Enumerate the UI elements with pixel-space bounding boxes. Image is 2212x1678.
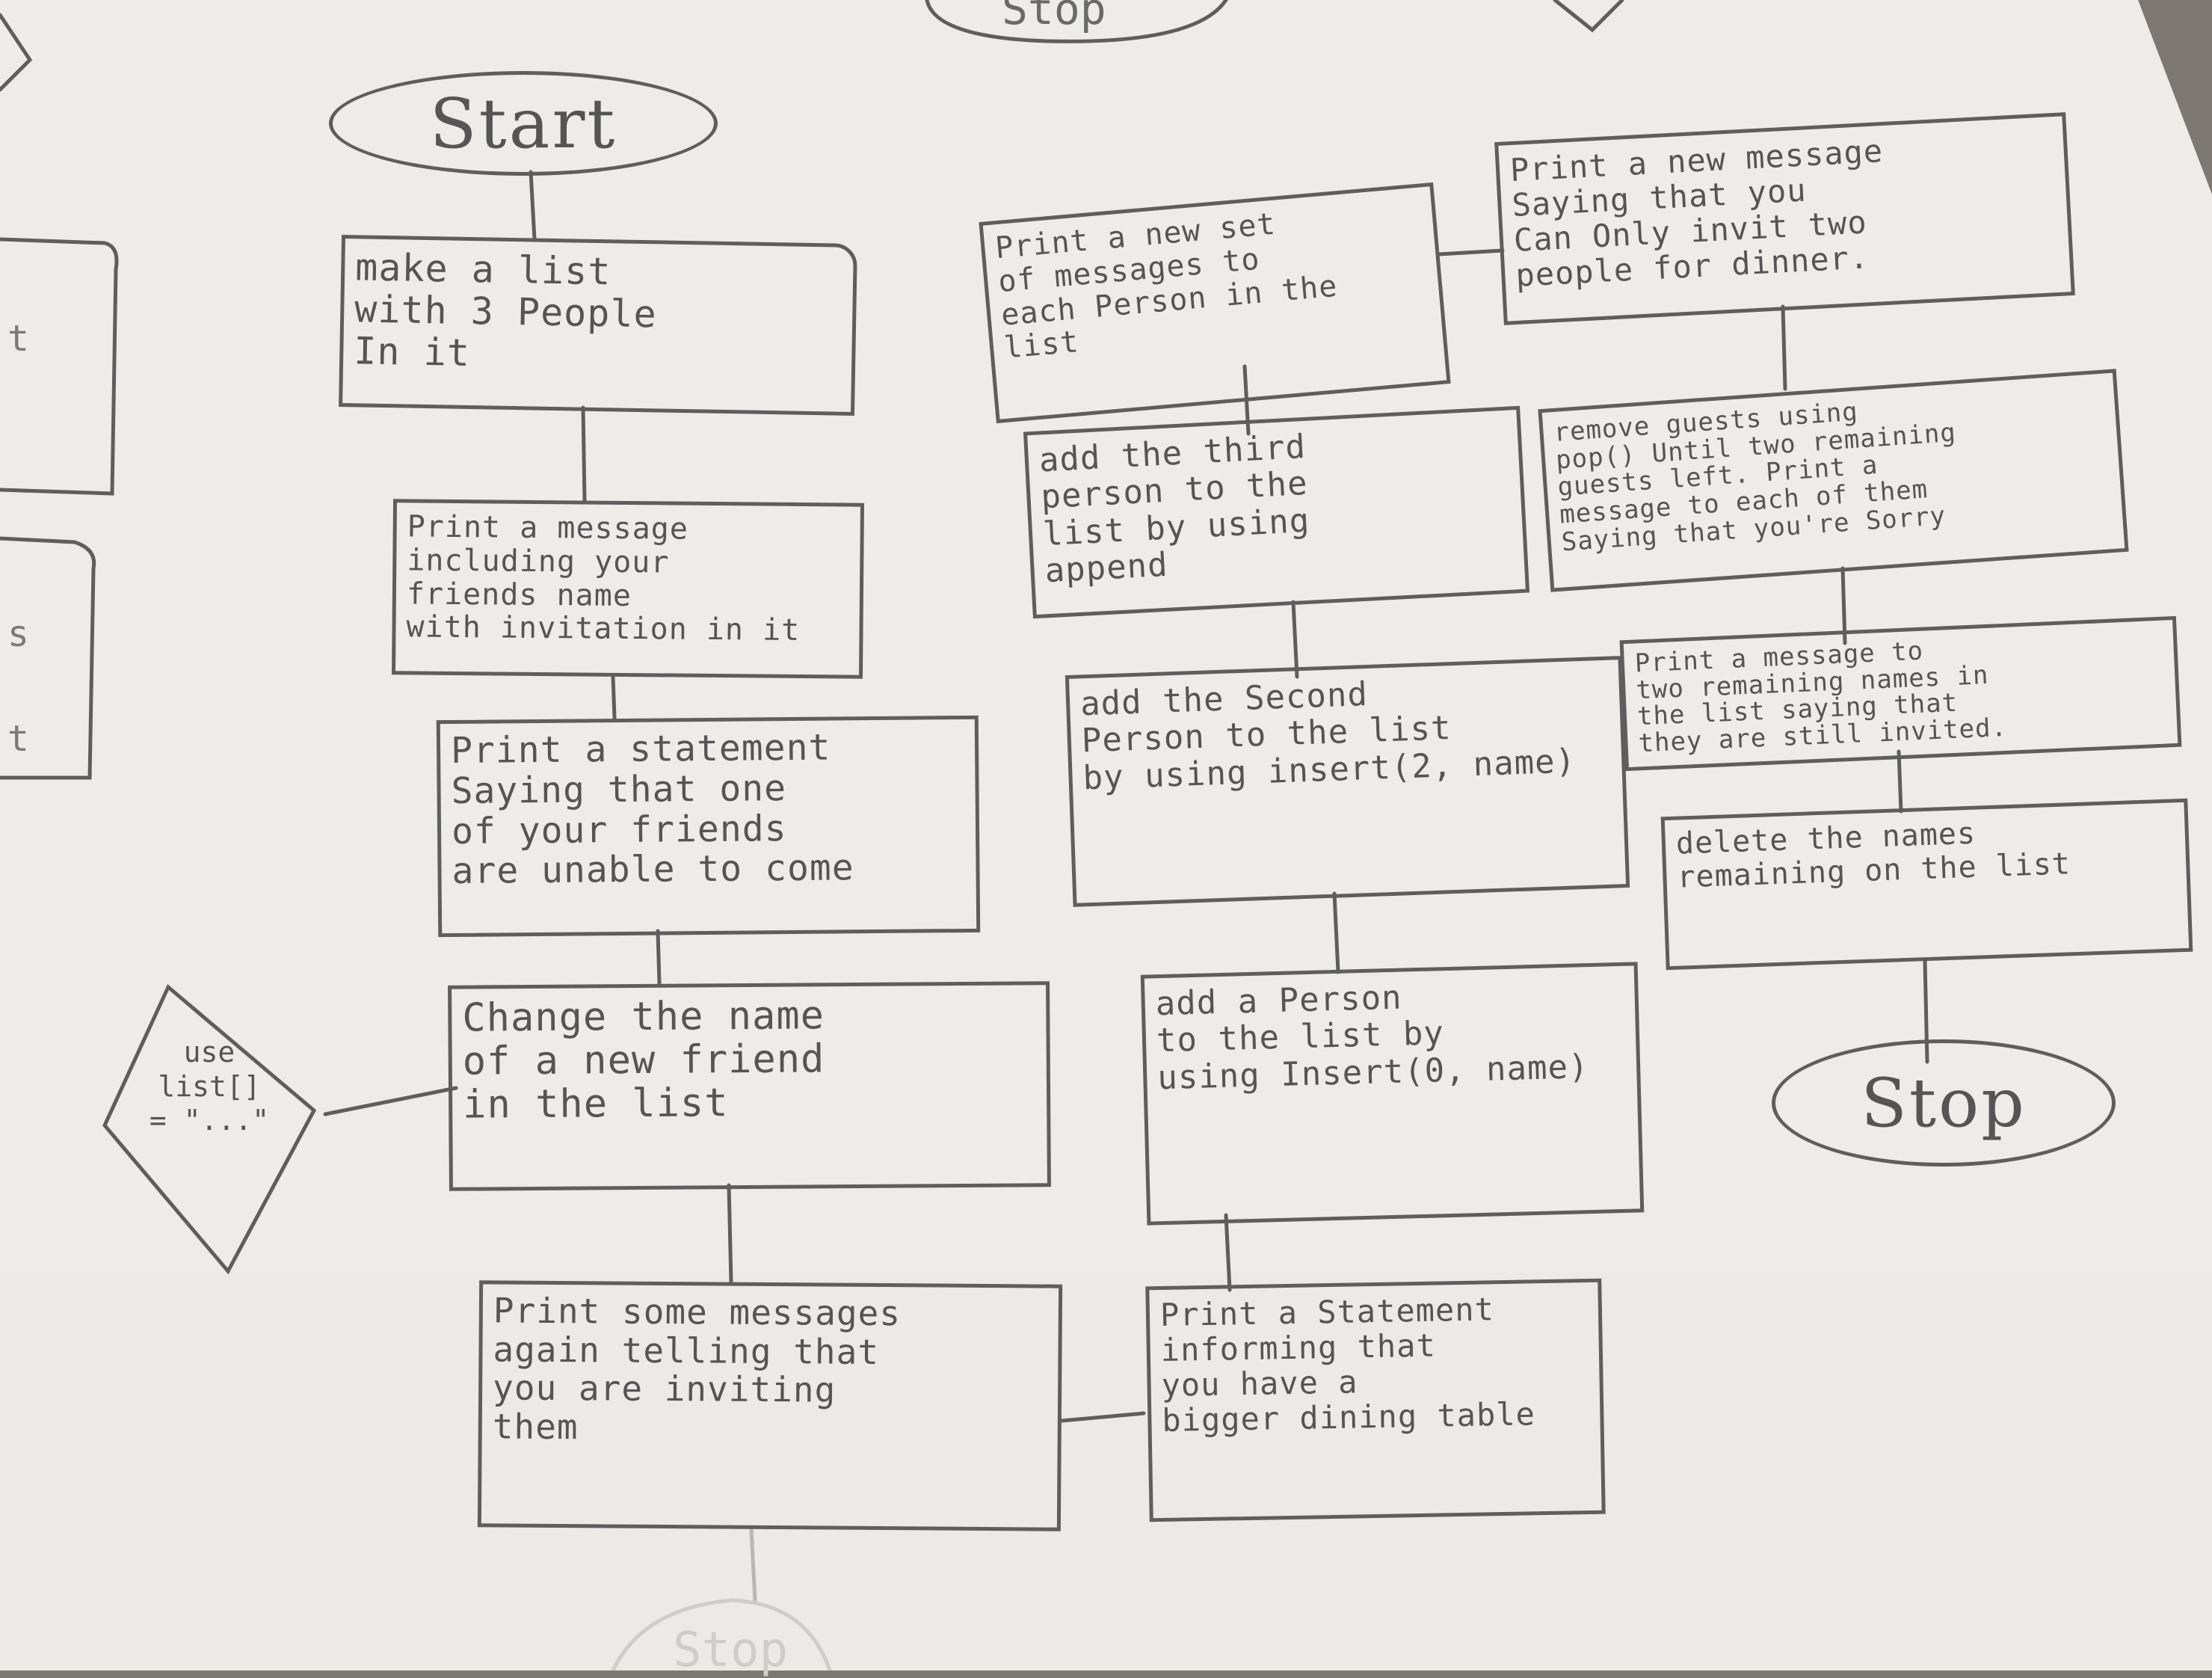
step-make-list: make a list with 3 People In it (339, 234, 857, 417)
stop-terminator: Stop (1772, 1039, 2116, 1167)
step-print-only-two: Print a new message Saying that you Can … (1494, 112, 2075, 325)
top-stop-fragment: Stop (1002, 0, 1106, 34)
step-change-name: Change the name of a new friend in the l… (448, 981, 1051, 1191)
step-print-unable: Print a statement Saying that one of you… (436, 715, 981, 938)
start-terminator: Start (329, 71, 718, 176)
step-print-again: Print some messages again telling that y… (477, 1280, 1063, 1531)
left-edge-fragment-1: t (7, 318, 29, 360)
step-print-bigger-table: Print a Statement informing that you hav… (1145, 1278, 1606, 1522)
faint-bottom-stop-fragment: Stop (673, 1623, 789, 1678)
left-edge-fragment-2: s (7, 613, 29, 655)
left-edge-fragment-3: t (7, 718, 29, 760)
step-delete-names: delete the names remaining on the list (1660, 798, 2193, 971)
step-add-person-insert0: add a Person to the list by using Insert… (1140, 962, 1645, 1226)
step-print-new-set: Print a new set of messages to each Pers… (979, 182, 1451, 424)
step-print-invitation: Print a message including your friends n… (391, 499, 865, 679)
decision-use-list: use list[] = "..." (149, 1036, 270, 1137)
step-add-second-insert: add the Second Person to the list by usi… (1065, 656, 1630, 907)
step-print-still-invited: Print a message to two remaining names i… (1619, 615, 2182, 772)
step-add-third-append: add the third person to the list by usin… (1023, 405, 1530, 619)
